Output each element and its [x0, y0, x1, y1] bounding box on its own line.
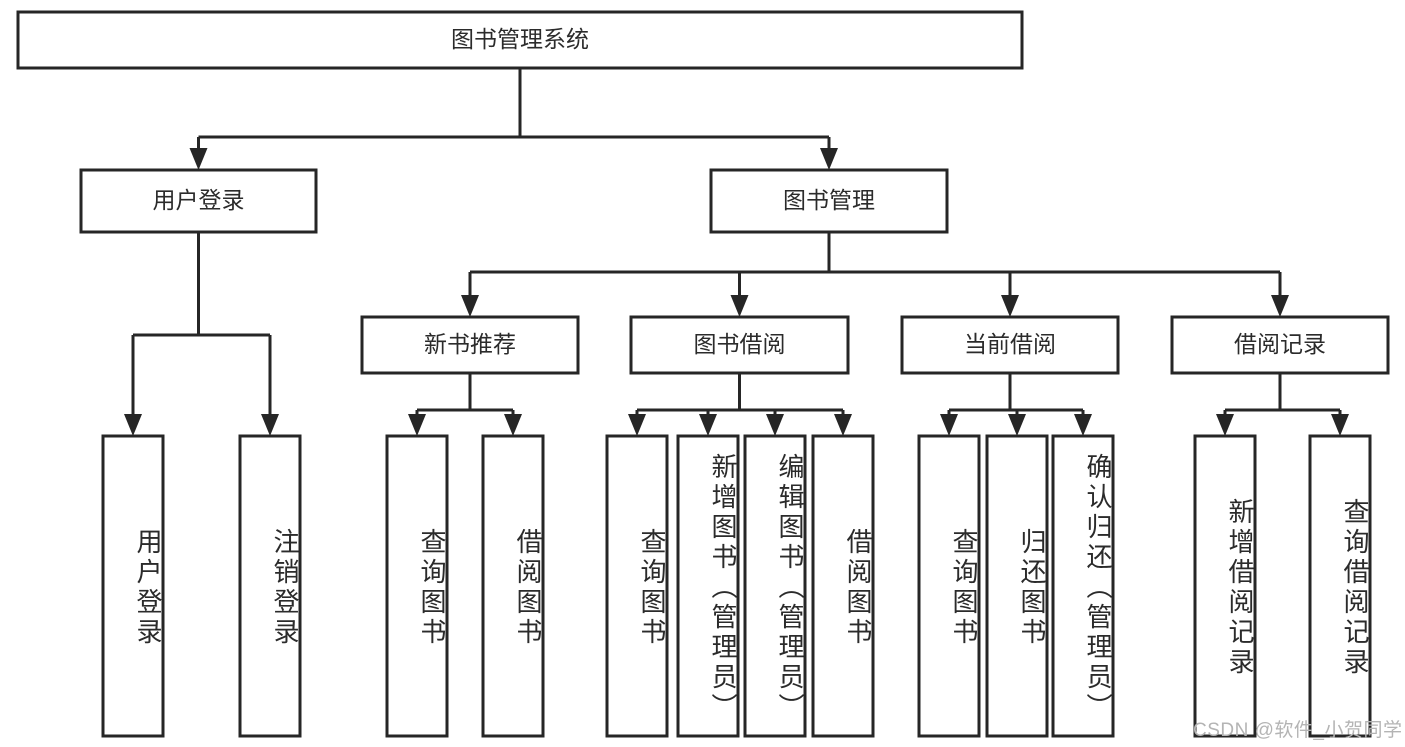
book-management-arrow-0	[461, 295, 479, 317]
node-level2-label-book-management: 图书管理	[783, 187, 875, 213]
connectors-layer	[124, 68, 1349, 436]
book-management-arrow-2	[1001, 295, 1019, 317]
current-borrow-arrow-1	[1008, 414, 1026, 436]
book-management-arrow-3	[1271, 295, 1289, 317]
book-borrow-arrow-3	[834, 414, 852, 436]
node-level3-book-borrow[interactable]	[629, 315, 850, 375]
current-borrow-arrow-2	[1074, 414, 1092, 436]
node-level3-new-book-recommend[interactable]	[360, 315, 580, 375]
user-login-arrow-0	[124, 414, 142, 436]
new-book-recommend-arrow-1	[504, 414, 522, 436]
root-arrow-0	[189, 148, 208, 170]
node-leaf-leaf-query-borrow-record[interactable]	[1308, 434, 1372, 738]
book-borrow-arrow-0	[628, 414, 646, 436]
node-level3-label-book-borrow: 图书借阅	[694, 331, 786, 357]
node-root-root[interactable]	[16, 10, 1024, 70]
root-arrow-1	[820, 148, 838, 170]
book-borrow-arrow-2	[766, 414, 784, 436]
node-level2-user-login[interactable]	[79, 168, 318, 234]
node-leaf-leaf-borrow-book-recommend[interactable]	[481, 434, 545, 738]
node-level3-label-borrow-record: 借阅记录	[1234, 331, 1326, 357]
new-book-recommend-arrow-0	[408, 414, 426, 436]
borrow-record-arrow-0	[1216, 414, 1234, 436]
node-leaf-leaf-borrow-book[interactable]	[811, 434, 875, 738]
csdn-watermark: CSDN @软件_小贺同学	[1193, 720, 1403, 741]
node-leaf-leaf-add-book[interactable]	[676, 434, 740, 738]
boxes-layer	[16, 10, 1390, 738]
book-borrow-arrow-1	[699, 414, 717, 436]
node-level3-borrow-record[interactable]	[1170, 315, 1390, 375]
node-leaf-leaf-query-book-borrow[interactable]	[605, 434, 669, 738]
node-level3-current-borrow[interactable]	[900, 315, 1120, 375]
borrow-record-arrow-1	[1331, 414, 1349, 436]
current-borrow-arrow-0	[940, 414, 958, 436]
node-leaf-leaf-query-book-current[interactable]	[917, 434, 981, 738]
node-root-label-root: 图书管理系统	[451, 26, 589, 52]
node-leaf-leaf-add-borrow-record[interactable]	[1193, 434, 1257, 738]
node-leaf-leaf-query-book-recommend[interactable]	[385, 434, 449, 738]
node-leaf-leaf-return-book[interactable]	[985, 434, 1049, 738]
node-leaf-leaf-user-login[interactable]	[101, 434, 165, 738]
node-leaf-leaf-logout[interactable]	[238, 434, 302, 738]
user-login-arrow-1	[261, 414, 279, 436]
node-level3-label-current-borrow: 当前借阅	[964, 331, 1056, 357]
node-level3-label-new-book-recommend: 新书推荐	[424, 331, 516, 357]
node-leaf-leaf-edit-book[interactable]	[743, 434, 807, 738]
book-management-arrow-1	[730, 295, 749, 317]
node-level2-label-user-login: 用户登录	[153, 187, 245, 213]
node-leaf-leaf-confirm-return[interactable]	[1051, 434, 1115, 738]
node-level2-book-management[interactable]	[709, 168, 949, 234]
